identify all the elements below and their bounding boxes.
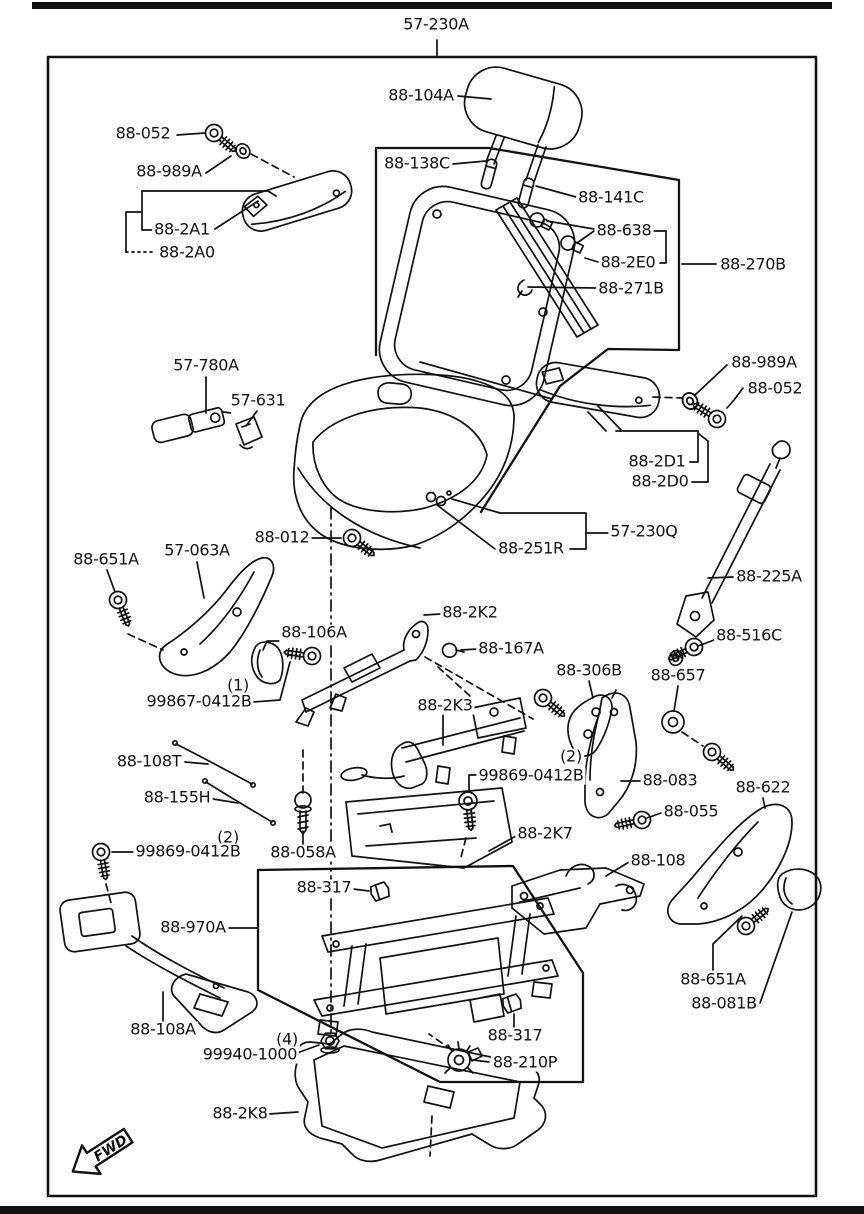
base-tray-88-2k8 — [294, 1028, 547, 1163]
armrest-left — [241, 170, 353, 232]
seatback-enclosure — [374, 146, 681, 514]
side-shield-57-063a — [158, 556, 275, 677]
screw-99869-0412b-left — [90, 841, 116, 882]
bracket-88-108 — [511, 863, 645, 935]
rail-88-2k2 — [295, 620, 429, 727]
mount-frame-88-970a — [313, 897, 559, 1037]
fwd-arrow: FWD — [71, 1127, 134, 1176]
alignment-dashes — [105, 153, 704, 1157]
bolt-88-012 — [339, 525, 381, 563]
seat-back — [378, 185, 576, 407]
screw-below-657 — [699, 739, 740, 778]
leader-lines — [106, 39, 793, 1115]
seat-belt-88-225a — [676, 440, 791, 638]
top-rule — [32, 2, 832, 9]
clip-88-317-upper — [368, 880, 392, 903]
release-wires — [171, 739, 277, 827]
frame-enclosure — [256, 864, 585, 1084]
screw-88-651a-right — [733, 901, 775, 939]
bolt-88-052-right — [687, 396, 730, 432]
cap-88-081b — [776, 868, 822, 911]
screw-88-651a-left — [106, 588, 138, 630]
screw-near-306b — [530, 685, 571, 724]
diagram-border — [46, 55, 818, 1198]
bolt-88-052-left — [201, 120, 242, 159]
buckle-57-780a — [151, 407, 232, 444]
washer-88-989a-left — [232, 140, 254, 162]
bottom-rule — [0, 1206, 864, 1214]
seat-cushion — [292, 373, 515, 551]
clip-88-167a — [441, 642, 465, 658]
cover-88-106a — [250, 641, 284, 685]
rail-88-2k3 — [340, 697, 527, 790]
bolt-88-058a — [294, 791, 312, 835]
screw-88-055 — [611, 809, 653, 835]
wire-clip-271b — [517, 279, 533, 298]
seatback-trim-strips — [495, 197, 599, 338]
headrest — [463, 66, 583, 183]
bracket-88-108a — [59, 891, 258, 1034]
recliner-arm-88-083 — [584, 689, 638, 819]
screw-99867-0412b — [282, 642, 323, 667]
screw-99869-0412b-mid — [457, 790, 481, 833]
bolt-88-516c — [664, 634, 707, 669]
washer-88-657 — [661, 710, 685, 734]
clip-88-317-lower — [500, 992, 524, 1015]
armrest-right — [535, 361, 661, 419]
floor-panel-88-2k7 — [345, 787, 513, 869]
side-shield-88-622 — [667, 803, 793, 925]
